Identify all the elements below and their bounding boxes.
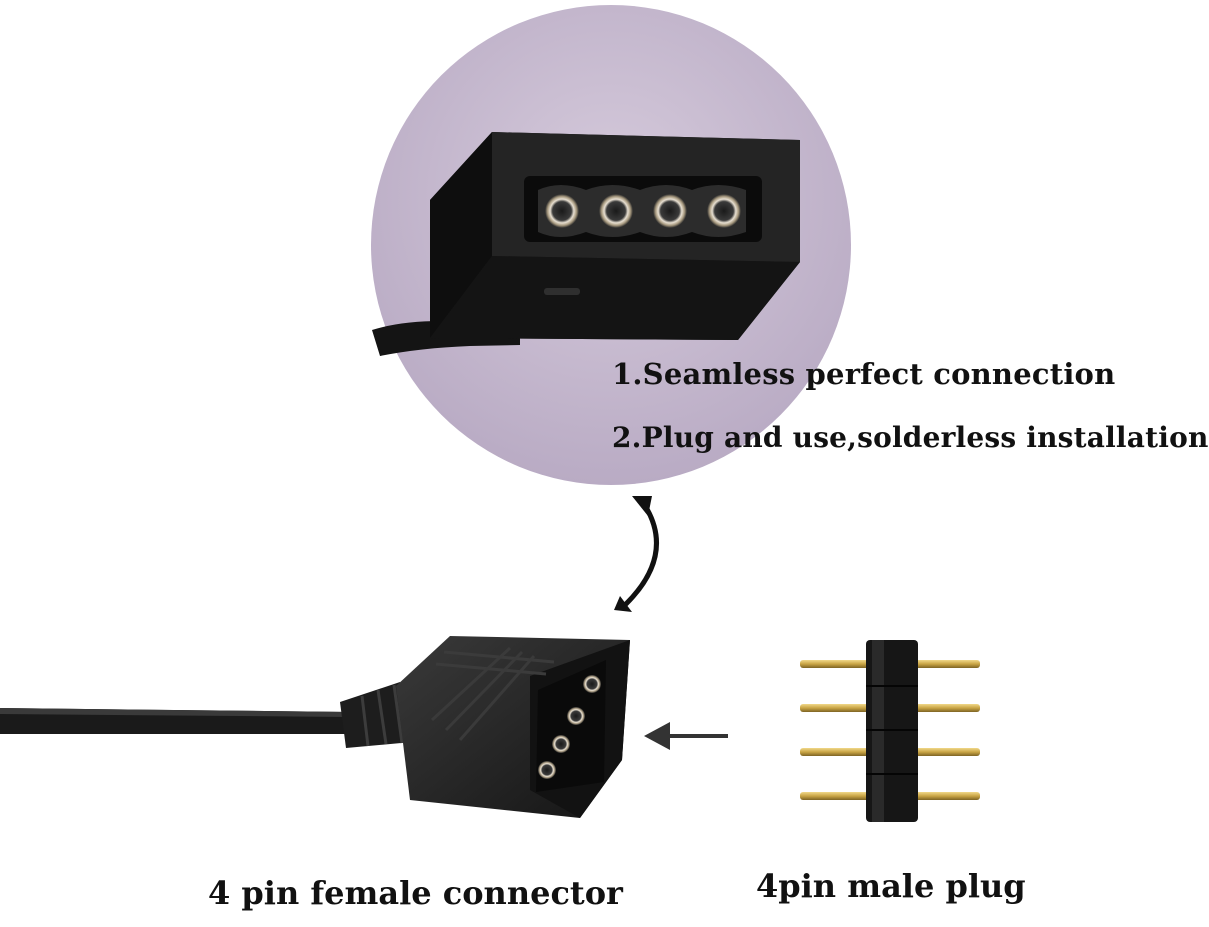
double-headed-curved-arrow-icon <box>614 496 659 612</box>
left-arrow-icon <box>644 722 728 750</box>
zoom-detail-circle <box>371 5 851 485</box>
male-plug-photo <box>800 640 980 822</box>
female-connector-photo <box>0 636 630 818</box>
caption-male-plug: 4pin male plug <box>756 867 1026 905</box>
feature-line-plug-and-use: 2.Plug and use,solderless installation <box>612 421 1209 454</box>
caption-female-connector: 4 pin female connector <box>208 874 623 912</box>
feature-line-seamless: 1.Seamless perfect connection <box>612 357 1116 391</box>
